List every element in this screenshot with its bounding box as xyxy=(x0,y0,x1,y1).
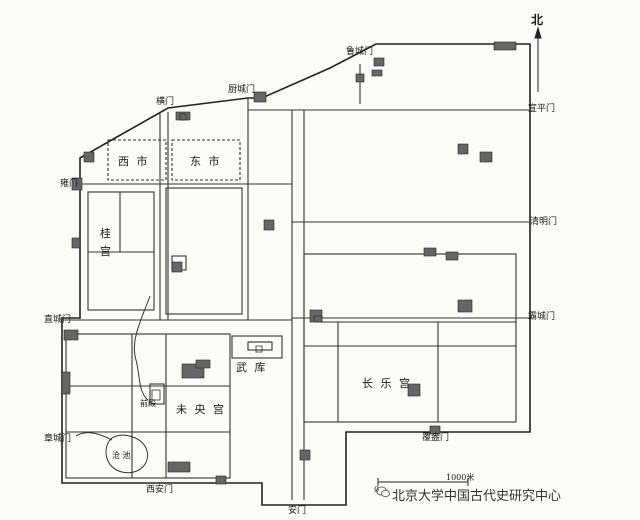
ruin xyxy=(445,251,459,261)
ruin xyxy=(83,151,95,163)
ruin xyxy=(71,237,81,249)
gate-xuanping: 宣平门 xyxy=(528,104,556,114)
gui-palace-label-2: 宫 xyxy=(100,245,113,258)
north-arrow xyxy=(534,26,542,92)
ruin xyxy=(355,73,365,83)
ruin xyxy=(457,143,469,155)
ruin xyxy=(171,261,183,273)
ruin xyxy=(493,41,517,51)
ruin xyxy=(371,69,383,77)
ruin xyxy=(479,151,493,163)
gate-fuang: 覆盎门 xyxy=(422,433,450,443)
front-hall-label: 前殿 xyxy=(140,399,156,408)
gate-yongmen: 雍门 xyxy=(60,179,79,189)
ruin xyxy=(63,329,79,341)
wechat-icon xyxy=(376,486,390,498)
ruin xyxy=(253,91,267,103)
east-market-label: 东 市 xyxy=(190,155,222,168)
ruin xyxy=(299,449,311,461)
ruin xyxy=(167,461,191,473)
gate-hengmen: 横门 xyxy=(156,97,175,107)
cang-pond-label: 沧 池 xyxy=(112,451,131,460)
cang-pond xyxy=(105,434,148,474)
gate-luocheng: 鲁城门 xyxy=(346,47,374,57)
ruin xyxy=(215,475,227,485)
weiyang-palace-label: 未 央 宫 xyxy=(176,403,226,416)
ruin xyxy=(407,383,421,397)
scale-bar xyxy=(377,478,469,486)
ruin xyxy=(175,111,191,121)
ruin xyxy=(71,177,83,191)
ruin xyxy=(429,425,441,435)
gate-chucheng: 厨城门 xyxy=(228,85,256,95)
gate-zhangcheng: 章城门 xyxy=(44,434,72,444)
ruin xyxy=(457,299,473,313)
weiyang-palace-outline xyxy=(65,333,231,479)
east-market-outline xyxy=(171,139,241,181)
block-nc xyxy=(165,187,243,315)
scale-label: 1000米 xyxy=(446,473,475,482)
ruin xyxy=(61,371,71,395)
ruin xyxy=(313,315,323,323)
gui-palace-outline xyxy=(87,191,155,311)
gate-bacheng: 霸城门 xyxy=(528,312,556,322)
north-label: 北 xyxy=(531,13,544,27)
changle-palace-label: 长 乐 宫 xyxy=(362,377,412,390)
ruin xyxy=(195,359,211,369)
ruin xyxy=(263,219,275,231)
west-market-label: 西 市 xyxy=(118,155,150,168)
west-market-outline xyxy=(107,139,167,181)
gate-xian: 西安门 xyxy=(146,485,174,495)
changle-palace-outline xyxy=(303,253,517,423)
watermark-text: 北京大学中国古代史研究中心 xyxy=(392,489,562,504)
gate-anmen: 安门 xyxy=(288,506,307,516)
gate-qingming: 清明门 xyxy=(530,217,558,227)
armory-label: 武 库 xyxy=(236,361,268,374)
gate-zhicheng: 直城门 xyxy=(44,315,72,325)
armory-outline xyxy=(231,335,283,359)
gui-palace-label-1: 桂 xyxy=(100,227,113,240)
ruin xyxy=(373,57,385,67)
ruin xyxy=(423,247,437,257)
